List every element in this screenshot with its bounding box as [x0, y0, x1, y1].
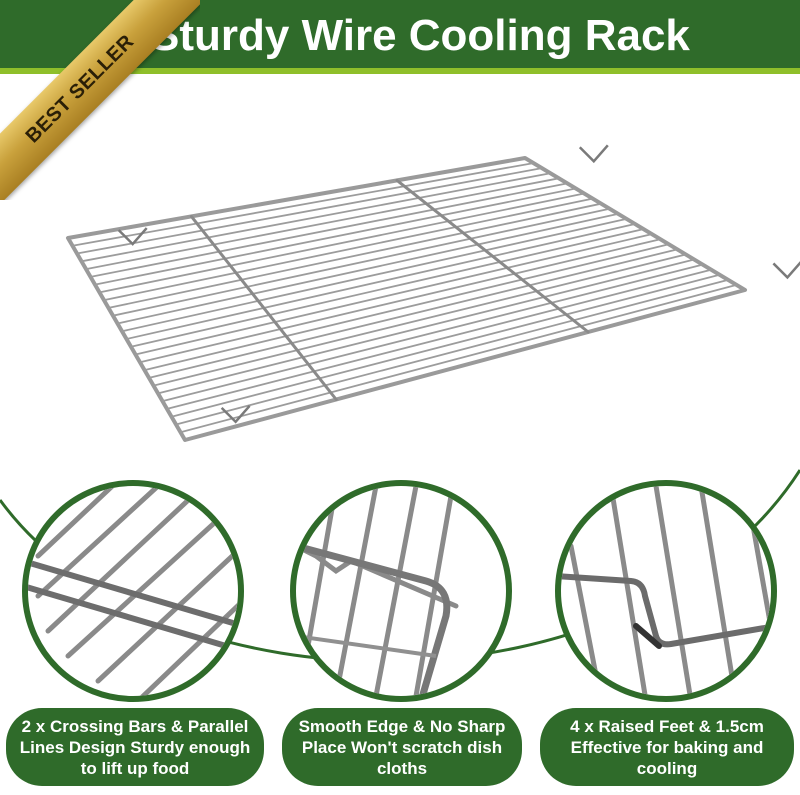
rack-wire — [161, 263, 704, 403]
feature-caption-crossing-bars: 2 x Crossing Bars & Parallel Lines Desig… — [6, 708, 264, 786]
rack-wire — [139, 238, 662, 364]
wire-cooling-rack-icon — [66, 144, 800, 442]
rack-crossing-bar — [395, 178, 590, 334]
rack-wire — [94, 187, 577, 286]
raised-foot-closeup-icon — [561, 486, 771, 696]
crossing-bars-closeup-icon — [28, 486, 238, 696]
rack-wire — [107, 202, 603, 309]
feature-caption-smooth-edge: Smooth Edge & No Sharp Place Won't scrat… — [282, 708, 522, 786]
header-accent-line — [0, 68, 800, 74]
rack-foot — [117, 227, 148, 246]
feature-closeup-raised-feet — [555, 480, 777, 702]
rack-wire — [134, 233, 653, 356]
rack-wire — [166, 268, 713, 410]
rack-foot — [578, 144, 609, 164]
rack-wire — [130, 228, 645, 348]
rack-wire — [148, 248, 679, 379]
rack-wire — [175, 278, 729, 426]
rack-wire — [112, 207, 611, 317]
feature-caption-raised-feet: 4 x Raised Feet & 1.5cm Effective for ba… — [540, 708, 794, 786]
rack-wire — [89, 182, 569, 278]
page-title: Sturdy Wire Cooling Rack — [150, 11, 690, 60]
feature-closeup-crossing-bars — [22, 480, 244, 702]
rack-wire — [157, 258, 696, 395]
rack-wire — [80, 172, 552, 263]
rack-wire — [71, 162, 535, 247]
rack-wire — [98, 192, 586, 294]
rack-wire — [179, 284, 738, 434]
rack-wire — [152, 253, 687, 387]
smooth-edge-closeup-icon — [296, 486, 459, 696]
rack-crossing-bar — [189, 214, 338, 401]
rack-wire — [125, 223, 636, 340]
rack-wire — [143, 243, 670, 371]
rack-wire — [116, 212, 619, 325]
rack-wire — [103, 197, 594, 302]
feature-closeup-smooth-edge — [290, 480, 512, 702]
rack-foot — [772, 261, 800, 280]
rack-wire — [76, 167, 543, 255]
rack-frame — [66, 156, 747, 442]
rack-wire — [170, 273, 721, 418]
rack-foot — [220, 405, 251, 424]
rack-wire — [121, 218, 628, 333]
rack-wire — [85, 177, 560, 270]
